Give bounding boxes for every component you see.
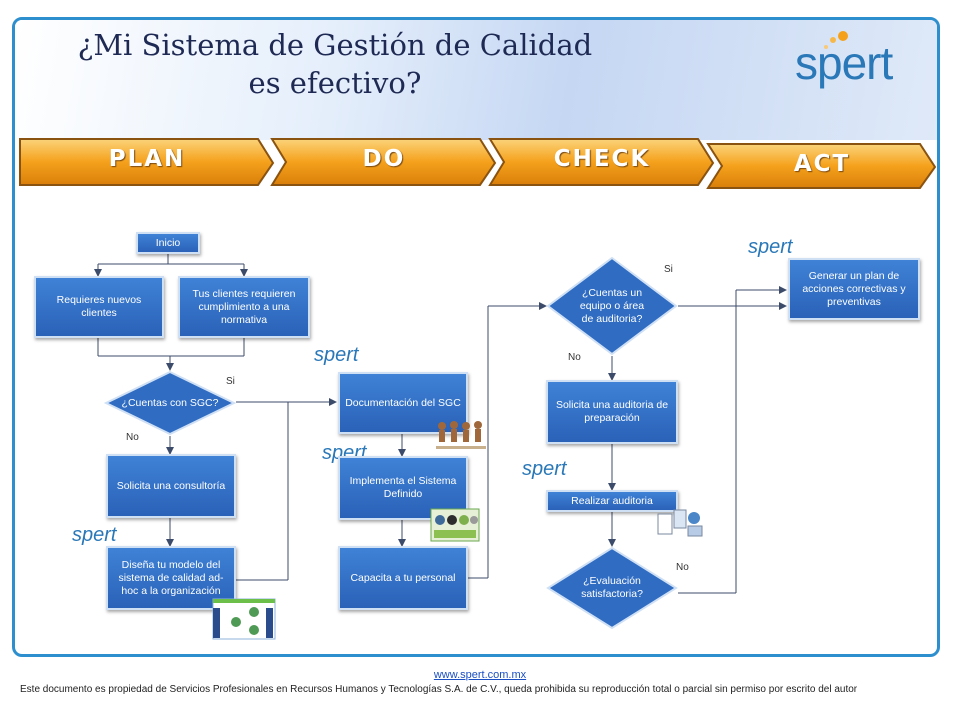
mini-logo-1: spert [70, 518, 122, 554]
node-generar-plan: Generar un plan de acciones correctivas … [788, 258, 920, 320]
node-capacita: Capacita a tu personal [338, 546, 468, 610]
node-solicita-auditoria: Solicita una auditoria de preparación [546, 380, 678, 444]
phase-label-act: ACT [793, 151, 851, 177]
people-group-icon [436, 421, 486, 449]
node-inicio: Inicio [136, 232, 200, 254]
logo-dots-icon [824, 31, 848, 49]
phase-label-plan: PLAN [108, 146, 186, 172]
mini-logo-text: spert [72, 524, 117, 546]
decision-diamond-icon [104, 370, 236, 436]
decision-diamond-icon [546, 256, 678, 356]
edge-label-si-sgc: Si [226, 376, 235, 387]
node-realizar-auditoria: Realizar auditoria [546, 490, 678, 512]
footer-notice: Este documento es propiedad de Servicios… [20, 684, 858, 695]
logo-wordmark: spert [795, 37, 893, 89]
phase-arrow-do-icon [270, 138, 497, 186]
org-diagram-icon [212, 598, 276, 640]
phase-label-check: CHECK [553, 146, 651, 172]
title-line-1: ¿Mi Sistema de Gestión de Calidad [77, 28, 593, 62]
mini-logo-4: spert [520, 452, 572, 488]
node-documentacion: Documentación del SGC [338, 372, 468, 434]
node-tus-clientes: Tus clientes requieren cumplimiento a un… [178, 276, 310, 338]
phase-act: ACT [706, 138, 938, 190]
mini-logo-text: spert [748, 236, 793, 258]
node-cuentas-equipo-label: ¿Cuentas un equipo o área de auditoria? [579, 286, 645, 325]
node-requieres-clientes: Requieres nuevos clientes [34, 276, 164, 338]
decision-diamond-icon [546, 546, 678, 630]
node-implementa: Implementa el Sistema Definido [338, 456, 468, 520]
edge-label-si-equipo: Si [664, 264, 673, 275]
edge-label-no-sgc: No [126, 432, 139, 443]
node-evaluacion-label: ¿Evaluación satisfactoria? [581, 575, 643, 600]
spert-logo: spert [795, 22, 925, 92]
title-line-2: es efectivo? [248, 66, 422, 100]
page-title: ¿Mi Sistema de Gestión de Calidad es efe… [40, 26, 630, 102]
phase-do: DO [270, 135, 498, 187]
phase-check: CHECK [488, 135, 716, 187]
header-background [15, 20, 937, 140]
node-evaluacion: ¿Evaluación satisfactoria? [546, 546, 678, 630]
mini-logo-text: spert [314, 344, 359, 366]
node-cuentas-sgc: ¿Cuentas con SGC? [104, 370, 236, 436]
audit-documents-icon [657, 509, 703, 537]
node-cuentas-equipo: ¿Cuentas un equipo o área de auditoria? [546, 256, 678, 356]
node-solicita-consultoria: Solicita una consultoría [106, 454, 236, 518]
phase-plan: PLAN [18, 135, 276, 187]
mini-logo-2: spert [312, 338, 364, 374]
footer-website-link[interactable]: www.spert.com.mx [433, 669, 527, 681]
node-cuentas-sgc-label: ¿Cuentas con SGC? [121, 396, 219, 409]
edge-label-no-equipo: No [568, 352, 581, 363]
mini-logo-5: spert [746, 230, 798, 266]
mini-logo-text: spert [522, 458, 567, 480]
phase-arrow-plan-icon [19, 138, 275, 186]
edge-label-no-evaluacion: No [676, 562, 689, 573]
phase-label-do: DO [362, 146, 406, 172]
phase-arrow-check-icon [488, 138, 715, 186]
phase-arrow-act-icon [706, 143, 937, 189]
system-modules-icon [430, 508, 480, 542]
